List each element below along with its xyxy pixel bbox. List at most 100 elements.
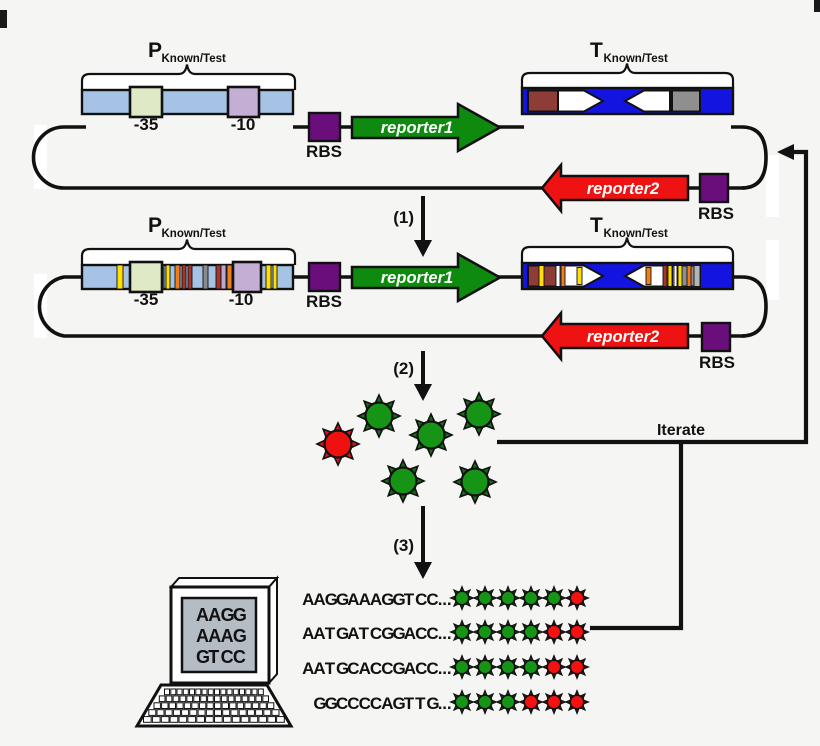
cell-body	[569, 659, 585, 675]
minus10-box-2	[231, 260, 263, 294]
keyboard-key	[263, 709, 272, 716]
sequence-base: G	[325, 590, 338, 609]
sequence-base: C	[370, 659, 382, 678]
keyboard-key	[259, 702, 267, 709]
rbs-box-1a	[307, 111, 342, 143]
keyboard-key	[206, 702, 214, 709]
keyboard-key	[205, 716, 214, 723]
step1-arrow	[414, 196, 432, 257]
sequence-base: A	[313, 590, 325, 609]
sequence-base: .	[442, 659, 447, 678]
keyboard-key	[200, 695, 207, 703]
cell-green	[452, 459, 498, 505]
keyboard-key	[198, 702, 207, 709]
iterate-arrowhead	[777, 144, 794, 160]
keyboard-key	[176, 702, 184, 709]
rbs-label-1a: RBS	[306, 142, 342, 161]
readout-star-green	[449, 689, 475, 715]
sequence-base: .	[442, 624, 447, 643]
sequence-base: G	[426, 694, 439, 713]
screen-base: G	[233, 626, 247, 646]
keyboard-key	[214, 709, 222, 716]
readout-star-green	[518, 654, 544, 680]
sequence-base: A	[302, 590, 314, 609]
cell-body	[523, 590, 539, 606]
rbs-label-2a: RBS	[306, 292, 342, 311]
keyboard-key	[214, 716, 223, 723]
keyboard-key	[168, 702, 177, 709]
cell-body	[460, 467, 490, 497]
step3-arrow	[414, 506, 432, 579]
cell-body	[523, 624, 539, 640]
step1-label: (1)	[393, 208, 414, 227]
mutation-stripe	[174, 264, 181, 290]
scan-artifact-left	[0, 10, 7, 28]
minus10-label-2: -10	[229, 290, 254, 309]
cell-body	[416, 420, 446, 450]
sequence-base: G	[381, 590, 394, 609]
sequence-base: T	[404, 694, 415, 713]
keyboard-key	[186, 695, 194, 703]
keyboard-key	[172, 695, 180, 703]
keyboard-key	[276, 716, 285, 723]
sequence-base: G	[381, 624, 394, 643]
keyboard-key	[266, 702, 275, 709]
reporter1-label-2: reporter1	[381, 269, 453, 287]
rbs-label-1b: RBS	[698, 204, 734, 223]
reporter1-arrow-1	[350, 101, 503, 154]
cell-body	[454, 694, 470, 710]
cell-body	[546, 659, 562, 675]
terminator-1-label-sub: Known/Test	[604, 53, 668, 65]
sequence-base: A	[313, 659, 325, 678]
monitor-screen	[180, 596, 258, 674]
screen-base: A	[196, 626, 209, 646]
terminator-1-brace	[520, 63, 735, 88]
keyboard-key	[267, 716, 276, 723]
keyboard-key	[271, 709, 280, 716]
keyboard-key	[153, 702, 161, 709]
readout-star-green	[518, 585, 544, 611]
cell-body	[500, 659, 516, 675]
cell-green	[380, 458, 426, 504]
readout-star-green	[495, 585, 521, 611]
keyboard-key	[222, 716, 232, 723]
cell-body	[500, 624, 516, 640]
keyboard-key	[161, 702, 169, 709]
cell-body	[500, 694, 516, 710]
minus10-label-1: -10	[231, 115, 256, 134]
cell-body	[546, 694, 562, 710]
iterate-path	[497, 144, 809, 631]
readout-star-green	[495, 654, 521, 680]
keyboard-key	[160, 716, 170, 723]
rbs-box-1b	[698, 172, 730, 204]
minus35-box-1	[128, 85, 164, 119]
mutation-stripe	[215, 264, 222, 290]
terminator-1-maroon-box	[527, 89, 559, 113]
sequence-base: C	[415, 590, 427, 609]
minus35-label-1: -35	[134, 115, 159, 134]
keyboard-key	[189, 688, 195, 696]
promoter-1-label-sub: Known/Test	[162, 53, 226, 65]
sequence-base: A	[359, 659, 371, 678]
screen-base: C	[233, 647, 246, 667]
cell-body	[454, 624, 470, 640]
mutation-stripe	[645, 267, 652, 285]
keyboard-key	[230, 709, 239, 716]
keyboard-key	[241, 695, 249, 703]
cell-body	[477, 659, 493, 675]
mutation-stripe	[693, 265, 701, 287]
sequence-base: C	[336, 694, 348, 713]
keyboard-key	[227, 695, 235, 703]
promoter-bar-1	[80, 88, 295, 116]
keyboard-key	[238, 709, 247, 716]
highlight-strip	[766, 240, 779, 300]
mutation-stripe	[165, 264, 171, 290]
sequence-base: G	[393, 694, 406, 713]
mutation-stripe	[673, 265, 678, 287]
sequence-base: G	[336, 659, 349, 678]
readout-star-red	[564, 654, 590, 680]
